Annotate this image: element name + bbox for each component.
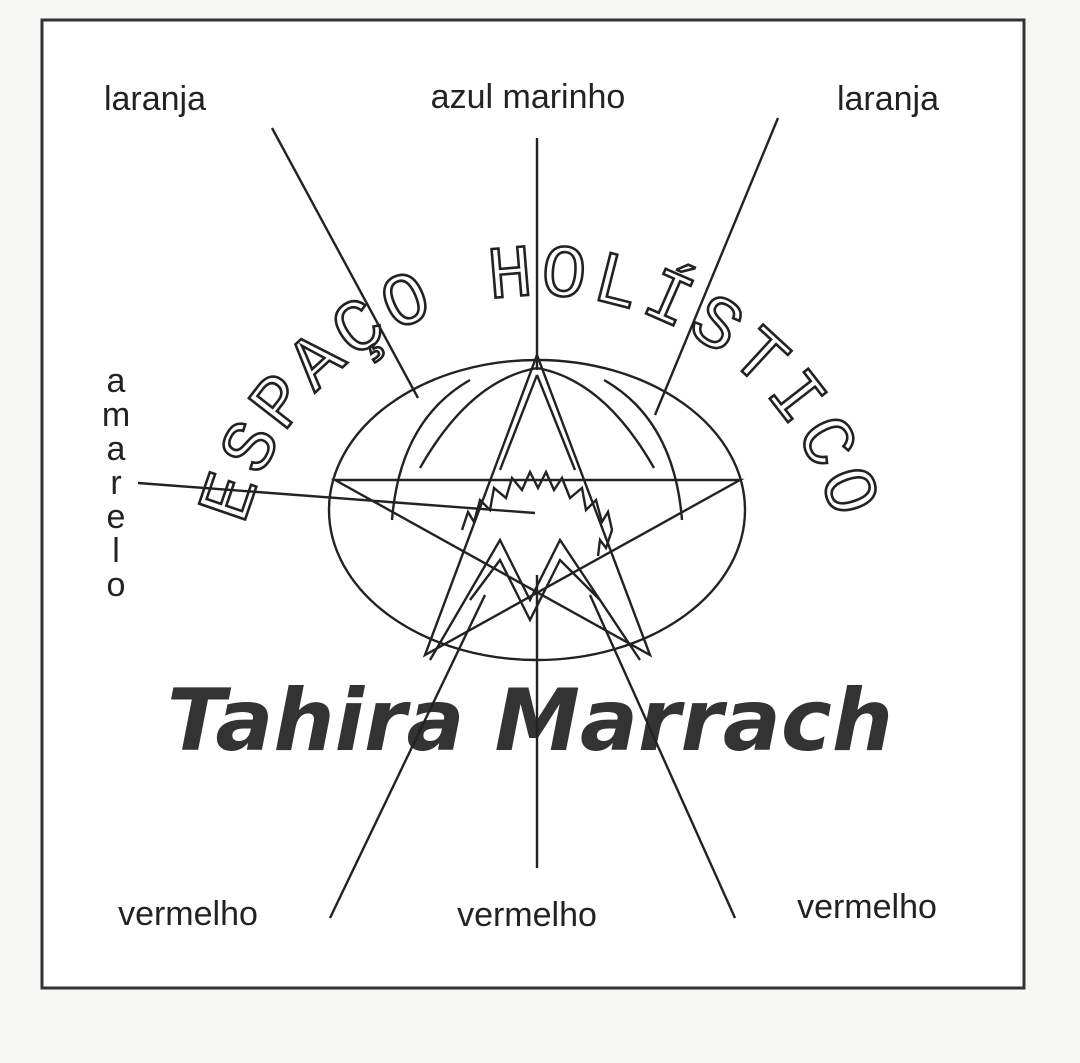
pointer-top-right	[653, 117, 780, 416]
label-left-vertical-letter: r	[110, 464, 121, 502]
diagram-frame	[40, 18, 1026, 990]
label-bottom-center: vermelho	[457, 896, 597, 934]
logo-name: Tahira Marrach	[167, 671, 893, 771]
label-top-left: laranja	[104, 80, 206, 118]
mountain-peaks	[428, 537, 641, 661]
label-left-vertical-letter: m	[102, 396, 130, 434]
pointer-top-left	[270, 127, 420, 399]
star-emblem	[330, 351, 745, 658]
label-top-center: azul marinho	[431, 78, 626, 116]
label-bottom-left: vermelho	[118, 895, 258, 933]
label-left-vertical-letter: o	[107, 566, 126, 604]
pointer-bottom-right	[588, 594, 737, 919]
label-left-vertical-letter: l	[112, 532, 120, 570]
label-bottom-right: vermelho	[797, 888, 937, 926]
label-left-vertical-letter: a	[107, 430, 126, 468]
pointer-left	[137, 481, 536, 515]
pointer-lines	[137, 117, 780, 919]
label-top-right: laranja	[837, 80, 939, 118]
pointer-bottom-left	[328, 594, 487, 919]
label-left-vertical-letter: e	[107, 498, 126, 536]
label-left-vertical-letter: a	[107, 362, 126, 400]
